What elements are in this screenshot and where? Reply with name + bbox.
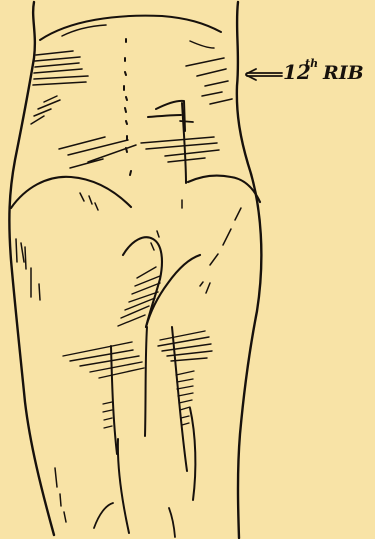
rib-arrow <box>246 69 282 80</box>
back-hatching <box>31 51 232 168</box>
rib-label: 12 th RIB <box>283 57 364 84</box>
buttocks-lines <box>11 176 260 533</box>
spine-marks <box>124 39 131 175</box>
fold-hatching <box>63 267 212 428</box>
rib-superscript-label: th <box>305 57 318 70</box>
rib-word-label: RIB <box>322 62 364 84</box>
back-contour <box>40 16 221 48</box>
